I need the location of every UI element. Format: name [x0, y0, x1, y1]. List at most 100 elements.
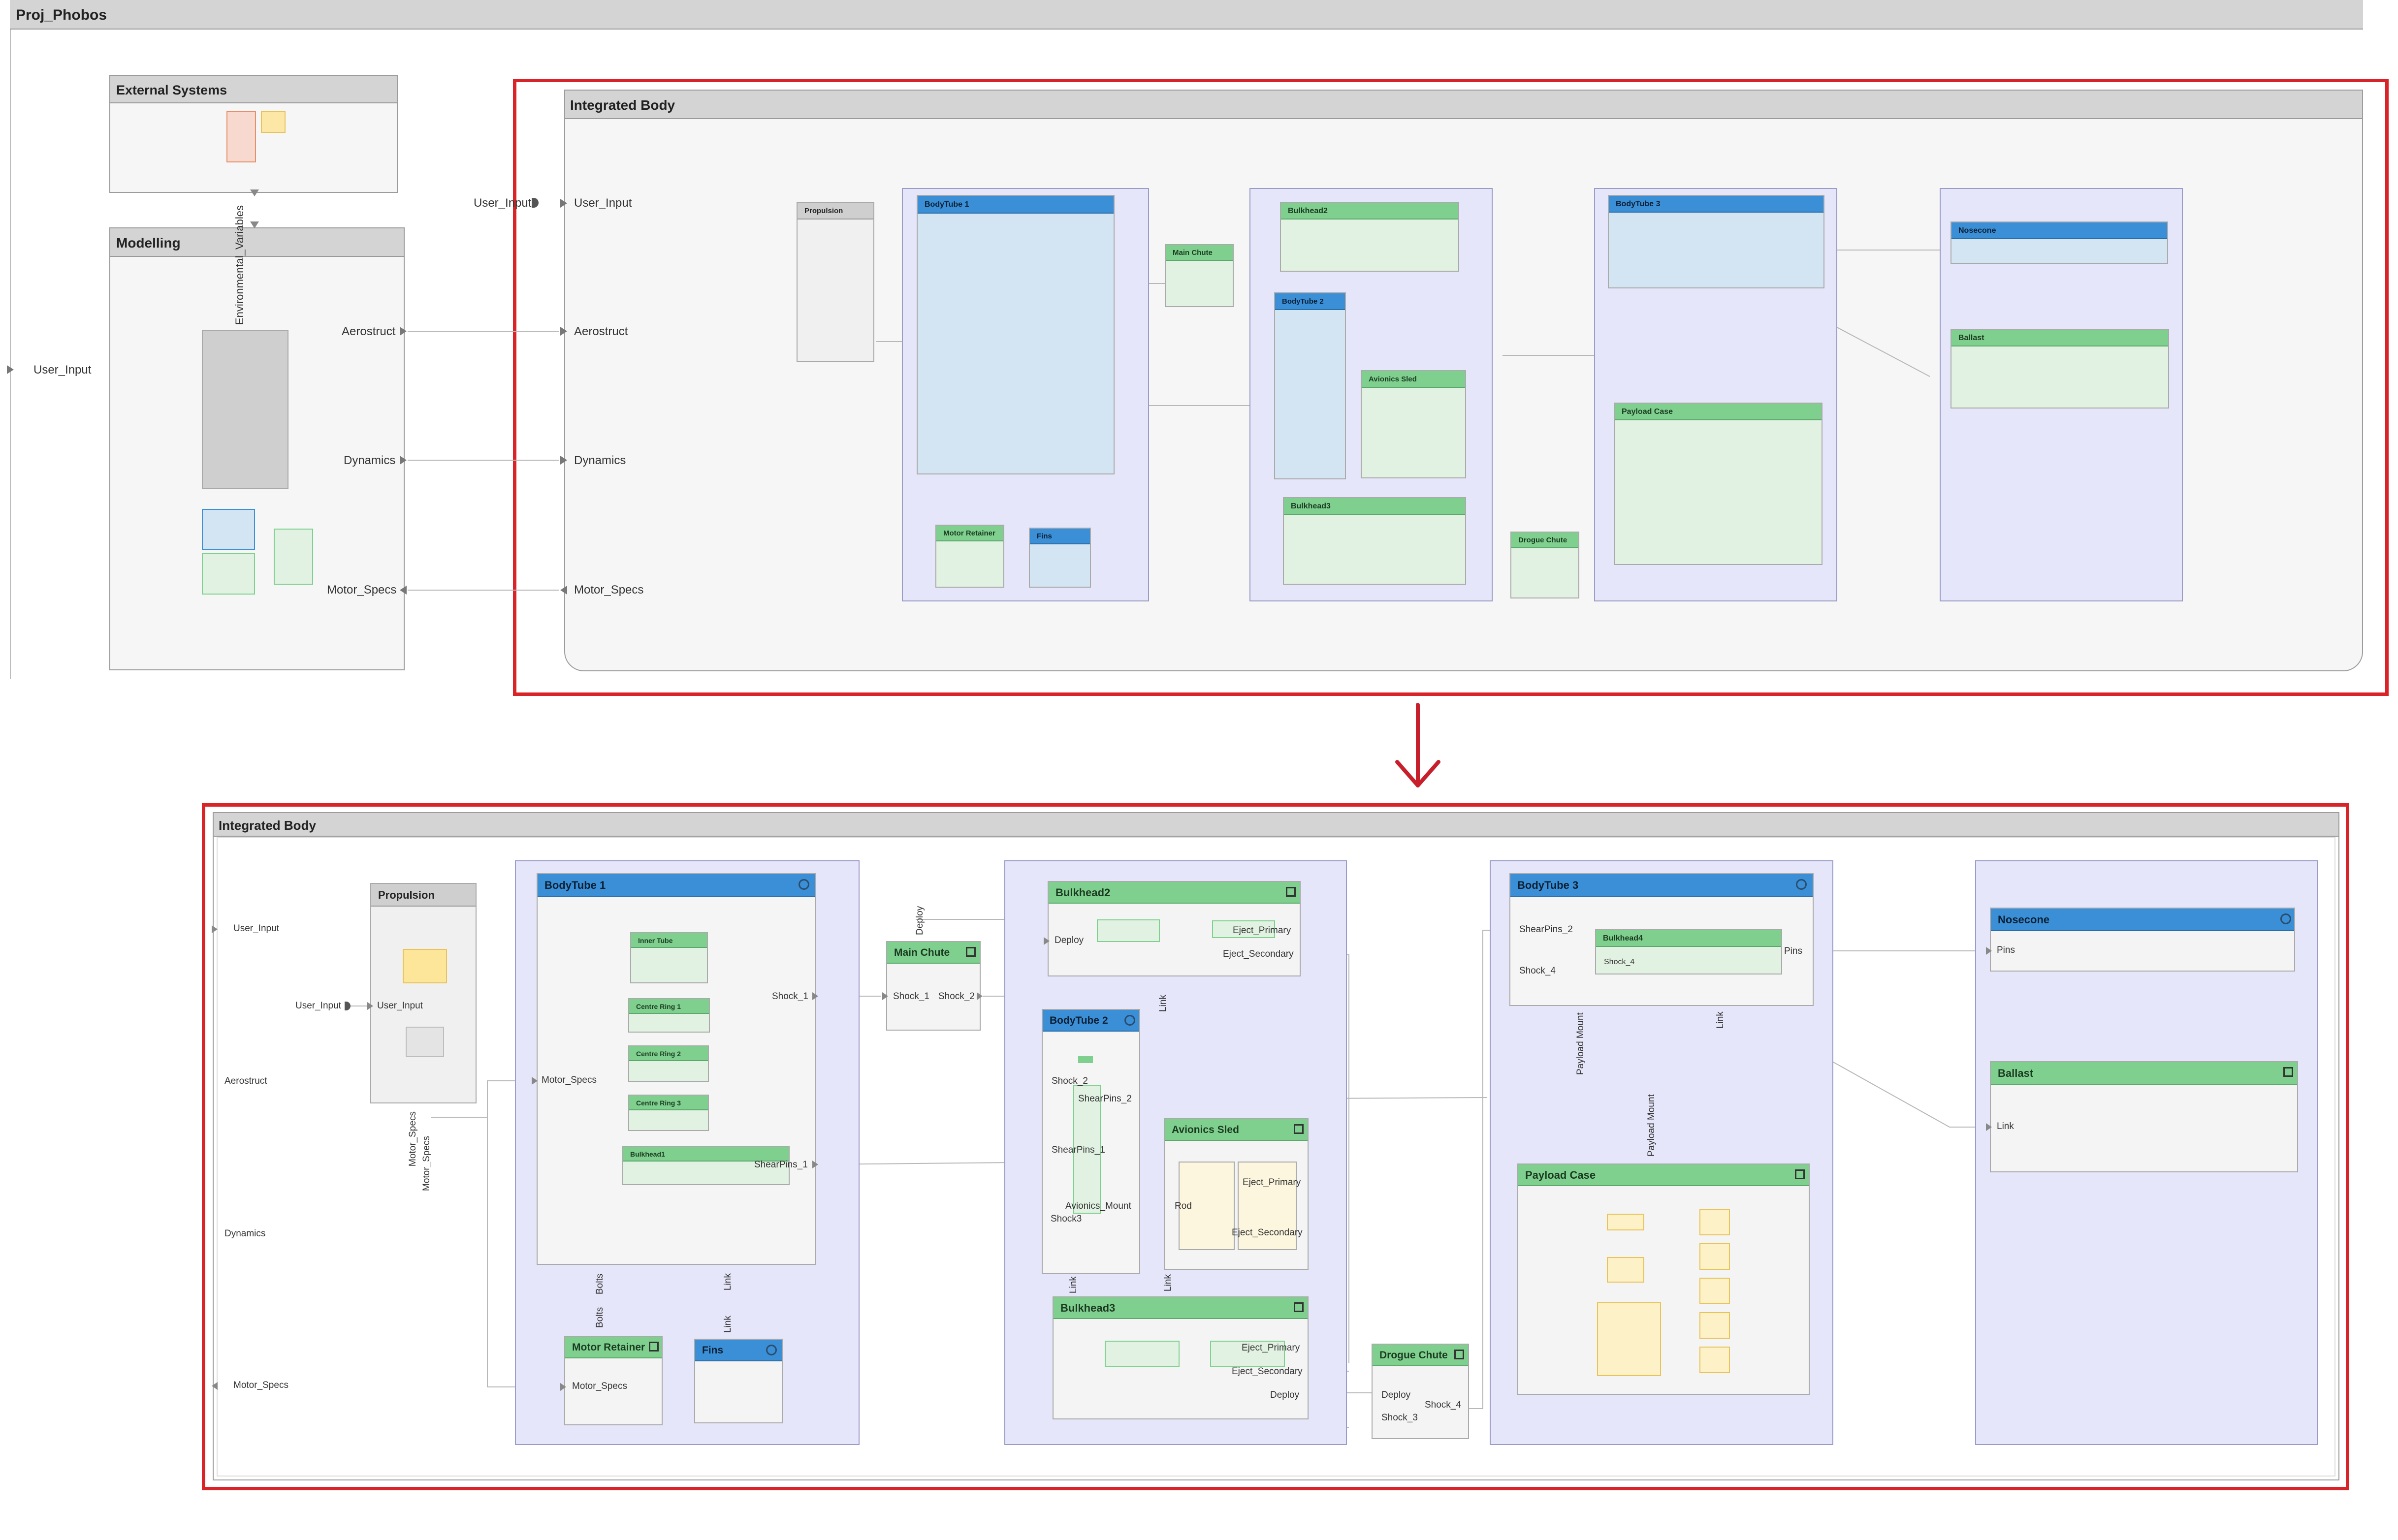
payload-case-square-icon[interactable]	[1795, 1169, 1805, 1179]
payload-child-1	[1607, 1214, 1644, 1230]
ballast-link-label: Link	[1997, 1121, 2014, 1131]
bulkhead3-child-1	[1105, 1341, 1180, 1367]
motor-retainer-square-icon[interactable]	[649, 1342, 659, 1351]
main-chute-shock1-port[interactable]	[882, 992, 888, 1000]
fins-top[interactable]: Fins	[1029, 528, 1091, 588]
main-chute-shock2-port[interactable]	[977, 992, 983, 1000]
bodytube3-detail[interactable]: BodyTube 3 Bulkhead4	[1509, 873, 1814, 1006]
bulkhead2-top[interactable]: Bulkhead2	[1280, 202, 1459, 272]
bodytube1-top[interactable]: BodyTube 1	[917, 195, 1115, 474]
bulkhead2-detail[interactable]: Bulkhead2	[1048, 881, 1301, 976]
detail-user-input-port[interactable]	[212, 925, 218, 933]
ib-top-dynamics-port[interactable]	[560, 456, 567, 465]
project-user-input-port-icon[interactable]	[7, 365, 14, 374]
bulkhead1[interactable]: Bulkhead1	[622, 1146, 790, 1185]
project-user-input-label: User_Input	[33, 363, 92, 377]
ballast-top[interactable]: Ballast	[1950, 329, 2169, 409]
drogue-chute-square-icon[interactable]	[1454, 1350, 1464, 1359]
env-vars-port-bottom[interactable]	[250, 221, 259, 228]
detail-dynamics-label: Dynamics	[224, 1228, 266, 1239]
bulkhead2-child-1	[1097, 919, 1160, 942]
motor-retainer-detail[interactable]: Motor Retainer	[564, 1336, 663, 1425]
modelling-aerostruct-port[interactable]	[400, 327, 407, 336]
propulsion-top[interactable]: Propulsion	[797, 202, 874, 362]
bodytube1-gear-icon[interactable]	[799, 879, 809, 890]
external-systems-block[interactable]: External Systems	[109, 75, 398, 193]
ib-top-motor-specs-port[interactable]	[560, 586, 567, 595]
fins-link-label: Link	[723, 1316, 733, 1333]
modelling-child-green-2	[274, 529, 313, 585]
fins-detail[interactable]: Fins	[694, 1339, 783, 1423]
bodytube1-link-label: Link	[723, 1273, 733, 1290]
bulkhead2-eject-primary-label: Eject_Primary	[1233, 925, 1291, 936]
bulkhead3-square-icon[interactable]	[1294, 1302, 1304, 1312]
bodytube2-shearpins2-label: ShearPins_2	[1078, 1094, 1132, 1104]
main-chute-detail[interactable]: Main Chute	[886, 941, 981, 1031]
bulkhead3-child-2	[1210, 1341, 1285, 1367]
avionics-sled-square-icon[interactable]	[1294, 1124, 1304, 1134]
bodytube2-avionics-mount-label: Avionics_Mount	[1065, 1201, 1131, 1211]
payload-child-6	[1699, 1278, 1730, 1304]
ib-top-user-input-ext-label: User_Input	[474, 196, 532, 210]
ib-top-dynamics-label: Dynamics	[574, 454, 626, 467]
main-chute-top[interactable]: Main Chute	[1165, 244, 1234, 307]
ib-top-user-input-port[interactable]	[560, 199, 567, 208]
nosecone-pins-port[interactable]	[1986, 947, 1992, 955]
bulkhead2-square-icon[interactable]	[1286, 887, 1296, 897]
external-systems-title: External Systems	[116, 83, 227, 97]
integrated-body-title-top: Integrated Body	[570, 97, 675, 113]
bodytube3-top[interactable]: BodyTube 3	[1608, 195, 1824, 288]
bodytube3-shock4-label: Shock_4	[1519, 966, 1556, 976]
main-chute-square-icon[interactable]	[966, 947, 976, 957]
integrated-body-detail-title-bar: Integrated Body	[214, 813, 2338, 837]
drogue-chute-detail[interactable]: Drogue Chute	[1372, 1344, 1469, 1439]
highlight-frame-bottom	[202, 803, 2349, 1490]
nosecone-top[interactable]: Nosecone	[1950, 221, 2168, 264]
env-vars-port-top[interactable]	[250, 189, 259, 196]
ballast-detail[interactable]: Ballast	[1990, 1061, 2298, 1172]
propulsion-motor-specs-label-2: Motor_Specs	[421, 1136, 432, 1191]
bodytube1-motor-specs-port[interactable]	[532, 1077, 538, 1085]
bodytube3-gear-icon[interactable]	[1796, 879, 1807, 890]
bulkhead3-detail[interactable]: Bulkhead3	[1053, 1296, 1309, 1419]
centre-ring-3[interactable]: Centre Ring 3	[628, 1095, 709, 1131]
propulsion-user-input-port[interactable]	[367, 1002, 373, 1010]
motor-retainer-port[interactable]	[560, 1383, 566, 1391]
centre-ring-2[interactable]: Centre Ring 2	[628, 1045, 709, 1082]
propulsion-detail[interactable]: Propulsion	[370, 883, 477, 1103]
bulkhead4[interactable]: Bulkhead4	[1595, 929, 1782, 974]
payload-case-top[interactable]: Payload Case	[1614, 403, 1822, 565]
bulkhead3-top[interactable]: Bulkhead3	[1283, 497, 1466, 585]
propulsion-ext-user-input-label: User_Input	[295, 1001, 341, 1011]
ballast-square-icon[interactable]	[2283, 1067, 2293, 1077]
bodytube1-shearpins1-port[interactable]	[812, 1161, 818, 1168]
centre-ring-1[interactable]: Centre Ring 1	[628, 998, 710, 1033]
payload-case-detail[interactable]: Payload Case	[1517, 1163, 1810, 1395]
bulkhead2-deploy-port[interactable]	[1044, 937, 1050, 945]
nosecone-detail[interactable]: Nosecone	[1990, 908, 2295, 972]
detail-motor-specs-port[interactable]	[212, 1382, 218, 1390]
ib-top-motor-specs-label: Motor_Specs	[574, 583, 644, 597]
motor-retainer-top[interactable]: Motor Retainer	[935, 525, 1004, 588]
fins-gear-icon[interactable]	[766, 1345, 777, 1355]
drogue-chute-top[interactable]: Drogue Chute	[1510, 532, 1579, 598]
bodytube2-gear-icon[interactable]	[1124, 1015, 1135, 1026]
modelling-dynamics-port[interactable]	[400, 456, 407, 465]
avionics-sled-detail[interactable]: Avionics Sled	[1164, 1118, 1309, 1270]
payload-child-8	[1699, 1347, 1730, 1373]
integrated-body-detail-title: Integrated Body	[219, 818, 316, 833]
modelling-motor-specs-port[interactable]	[400, 586, 407, 595]
bodytube2-detail[interactable]: BodyTube 2	[1042, 1009, 1140, 1274]
bodytube1-detail[interactable]: BodyTube 1 Inner Tube Centre Ring 1 Cent…	[537, 873, 816, 1265]
bodytube1-shock1-port[interactable]	[812, 992, 818, 1000]
nosecone-gear-icon[interactable]	[2280, 913, 2291, 924]
modelling-block[interactable]: Modelling	[109, 227, 405, 670]
avionics-sled-top[interactable]: Avionics Sled	[1361, 370, 1466, 478]
inner-tube[interactable]: Inner Tube	[630, 932, 708, 983]
bodytube2-top[interactable]: BodyTube 2	[1274, 292, 1346, 479]
ib-top-aerostruct-port[interactable]	[560, 327, 567, 336]
modelling-aerostruct-label: Aerostruct	[342, 325, 396, 338]
ballast-link-port[interactable]	[1986, 1123, 1992, 1131]
project-canvas: Proj_Phobos	[10, 0, 2363, 679]
project-title-bar: Proj_Phobos	[10, 0, 2363, 30]
